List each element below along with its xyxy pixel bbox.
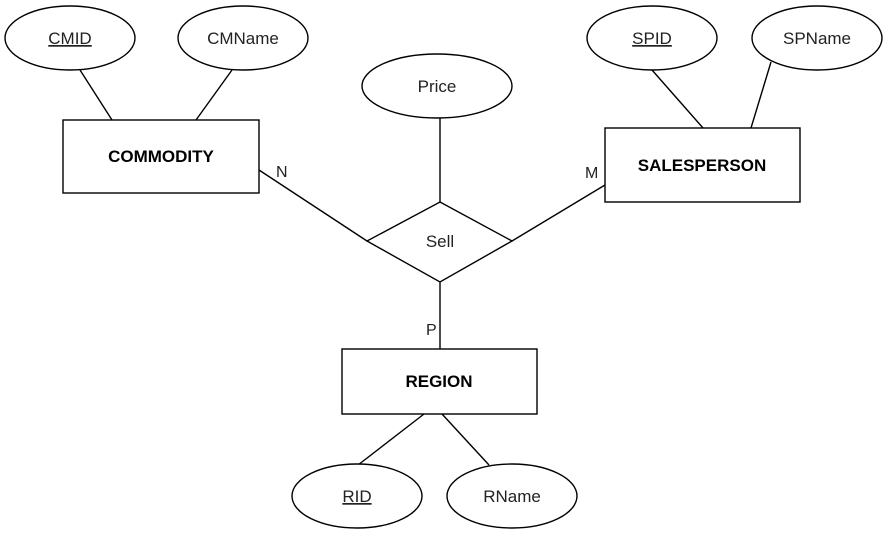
connector-region-rid xyxy=(357,413,425,466)
relationship-sell-label: Sell xyxy=(426,232,454,251)
attribute-spname: SPName xyxy=(751,5,883,71)
connector-cmid-commodity xyxy=(79,69,113,121)
attribute-spid: SPID xyxy=(586,5,718,71)
attribute-price: Price xyxy=(361,53,513,119)
attribute-rid: RID xyxy=(291,463,423,529)
connector-region-rname xyxy=(441,413,490,466)
attribute-spid-label: SPID xyxy=(632,29,672,48)
entity-salesperson-label: SALESPERSON xyxy=(638,156,766,175)
entity-region: REGION xyxy=(341,348,538,415)
connector-spid-salesperson xyxy=(651,69,704,129)
attribute-rname: RName xyxy=(446,463,578,529)
relationship-sell: Sell xyxy=(365,201,514,283)
connector-commodity-sell xyxy=(258,169,368,242)
entity-region-label: REGION xyxy=(405,372,472,391)
attribute-rid-label: RID xyxy=(342,487,371,506)
attribute-cmname: CMName xyxy=(177,5,309,71)
cardinality-region: P xyxy=(426,322,437,339)
entity-commodity: COMMODITY xyxy=(62,119,260,194)
cardinality-salesperson: M xyxy=(585,165,598,182)
connector-sell-salesperson xyxy=(511,184,606,242)
attribute-spname-label: SPName xyxy=(783,29,851,48)
entity-salesperson: SALESPERSON xyxy=(604,127,801,203)
attribute-cmid: CMID xyxy=(4,5,136,71)
attribute-cmname-label: CMName xyxy=(207,29,279,48)
attribute-price-label: Price xyxy=(418,77,457,96)
connector-spname-salesperson xyxy=(750,61,772,129)
attribute-rname-label: RName xyxy=(483,487,541,506)
cardinality-commodity: N xyxy=(276,164,288,181)
entity-commodity-label: COMMODITY xyxy=(108,147,214,166)
connector-cmname-commodity xyxy=(195,69,233,121)
attribute-cmid-label: CMID xyxy=(48,29,91,48)
